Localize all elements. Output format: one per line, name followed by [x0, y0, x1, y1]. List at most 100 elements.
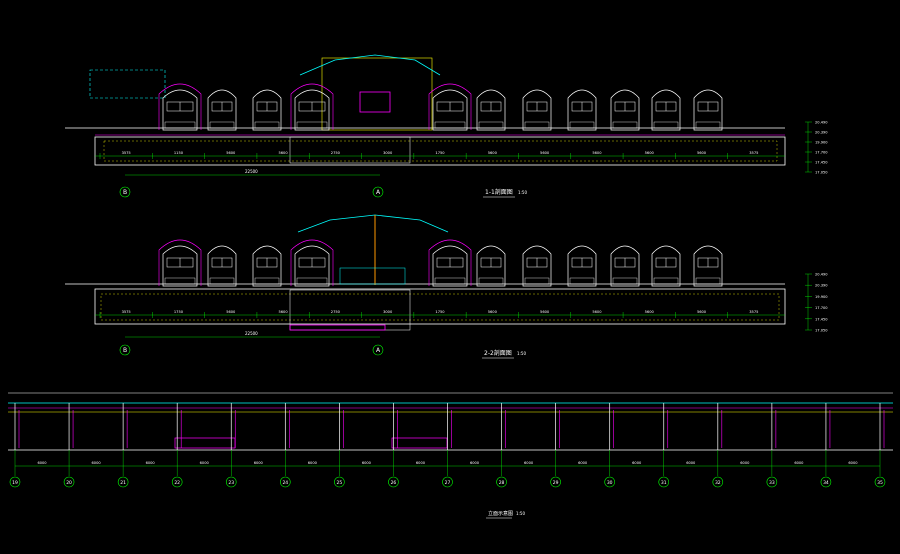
- section-2-dim-label: 5600: [697, 310, 707, 314]
- section-1-dim-label: 1750: [435, 151, 445, 155]
- elevation-title: 立面示意图: [488, 510, 513, 517]
- elevation-axis-label: 30: [607, 480, 613, 486]
- elevation-axis-bubble: [63, 476, 75, 488]
- section-1-level-label: 17.050: [815, 171, 828, 175]
- section-2-train-skirt: [524, 277, 550, 285]
- elevation-bay-dim: 6000: [686, 461, 696, 465]
- elevation-axis-bubble: [280, 476, 291, 488]
- section-1-dim-label: 1150: [174, 151, 184, 155]
- section-2-magenta-band: [289, 324, 386, 331]
- section-1-train-car: [522, 89, 552, 131]
- section-2-train-skirt: [695, 277, 721, 285]
- section-2-train-skirt: [612, 277, 638, 285]
- elevation-axis-label: 32: [715, 480, 721, 486]
- elevation-bay-dim: 6000: [740, 461, 750, 465]
- elevation-axis-label: 24: [282, 480, 288, 486]
- elevation-axis-bubble: [117, 476, 129, 488]
- section-2-dim-label: 5600: [488, 310, 498, 314]
- section-2-train-skirt: [164, 277, 196, 285]
- section-2-train-car: [432, 245, 468, 287]
- section-2-total-dim: 22500: [245, 331, 258, 336]
- section-2-level-label: 17.450: [815, 317, 828, 321]
- elevation-axis-bubble: [334, 476, 345, 488]
- section-2-axis-label-left: B: [123, 347, 127, 354]
- section-1-dim-label: 5600: [697, 151, 707, 155]
- elevation-axis-bubble: [496, 476, 507, 488]
- section-1-train-skirt: [695, 121, 721, 129]
- section-1-dim-label: 5600: [592, 151, 602, 155]
- section-1-dim-label: 3575: [749, 151, 758, 155]
- section-1-dim-label: 5600: [226, 151, 236, 155]
- section-1-level-label: 20.490: [815, 121, 828, 125]
- section-2-dim-label: 3000: [383, 310, 393, 314]
- elevation-axis-bubble: [9, 476, 21, 488]
- section-1-train-skirt: [296, 121, 328, 129]
- elevation-axis-label: 29: [553, 480, 559, 486]
- elevation-bay-dim: 6000: [362, 461, 372, 465]
- section-1-train-skirt: [524, 121, 550, 129]
- section-1-train-car: [476, 89, 506, 131]
- section-1-train-car: [252, 89, 282, 131]
- section-2-train-car: [252, 245, 282, 287]
- section-1-axis-bubble-left: [119, 186, 131, 198]
- elevation-scale: 1:50: [516, 511, 525, 516]
- section-1-axis-label-right: A: [376, 189, 381, 196]
- section-1-dim-label: 2750: [331, 151, 341, 155]
- elevation-axis-bubble: [658, 476, 670, 488]
- section-1-clearance-envelope: [290, 83, 334, 130]
- section-2-dim-label: 1750: [174, 310, 184, 314]
- section-1-level-label: 19.900: [815, 141, 828, 145]
- elevation-bay-dim: 6000: [254, 461, 264, 465]
- section-2-train-car: [162, 245, 198, 287]
- section-1-level-label: 17.450: [815, 161, 828, 165]
- section-1-train-car: [651, 89, 681, 131]
- section-1-dim-label: 3575: [122, 151, 131, 155]
- section-1-train-car: [567, 89, 597, 131]
- elevation-axis-bubble: [550, 476, 561, 488]
- section-1-train-car: [162, 89, 198, 131]
- elevation-axis-label: 31: [661, 480, 667, 486]
- elevation-axis-bubble: [766, 476, 778, 488]
- elevation-axis-label: 33: [769, 480, 775, 486]
- section-2-train-skirt: [209, 277, 235, 285]
- section-1-dim-label: 5600: [278, 151, 288, 155]
- elevation-axis-bubble: [820, 476, 832, 488]
- section-2-dim-label: 5600: [592, 310, 602, 314]
- section-1-train-car: [693, 89, 723, 131]
- elevation-axis-bubble: [442, 476, 453, 488]
- section-2-dim-label: 2750: [331, 310, 341, 314]
- elevation-bay-dim: 6000: [470, 461, 480, 465]
- elevation-axis-label: 34: [823, 480, 829, 486]
- elevation-bay-dim: 6000: [794, 461, 804, 465]
- section-2-dim-label: 1750: [435, 310, 445, 314]
- elevation-axis-label: 23: [228, 480, 234, 486]
- elevation-axis-label: 21: [120, 480, 126, 486]
- section-1-total-dim: 22500: [245, 169, 258, 174]
- section-2-train-car: [294, 245, 330, 287]
- section-1-title: 1-1剖面图: [485, 188, 513, 196]
- section-2-axis-bubble-right: [372, 344, 384, 356]
- section-1-dim-label: 5600: [488, 151, 498, 155]
- elevation-axis-bubble: [225, 476, 237, 488]
- section-2-dim-label: 3575: [749, 310, 758, 314]
- elevation-bay-dim: 6000: [200, 461, 210, 465]
- elevation-bay-dim: 6000: [524, 461, 534, 465]
- section-2-train-skirt: [296, 277, 328, 285]
- section-1-station-building: [321, 57, 433, 131]
- section-2-axis-bubble-left: [119, 344, 131, 356]
- elevation-axis-bubble: [874, 476, 886, 488]
- section-2-level-label: 20.490: [815, 273, 828, 277]
- section-1-pit: [289, 136, 411, 164]
- section-1-train-skirt: [164, 121, 196, 129]
- section-1-left-canopy: [89, 69, 166, 99]
- section-1-train-skirt: [569, 121, 595, 129]
- section-2-train-skirt: [653, 277, 679, 285]
- section-2-platform-slab: [94, 288, 786, 325]
- elevation-bay-dim: 6000: [416, 461, 426, 465]
- section-1-train-skirt: [478, 121, 504, 129]
- section-2-train-car: [476, 245, 506, 287]
- section-2-train-car: [567, 245, 597, 287]
